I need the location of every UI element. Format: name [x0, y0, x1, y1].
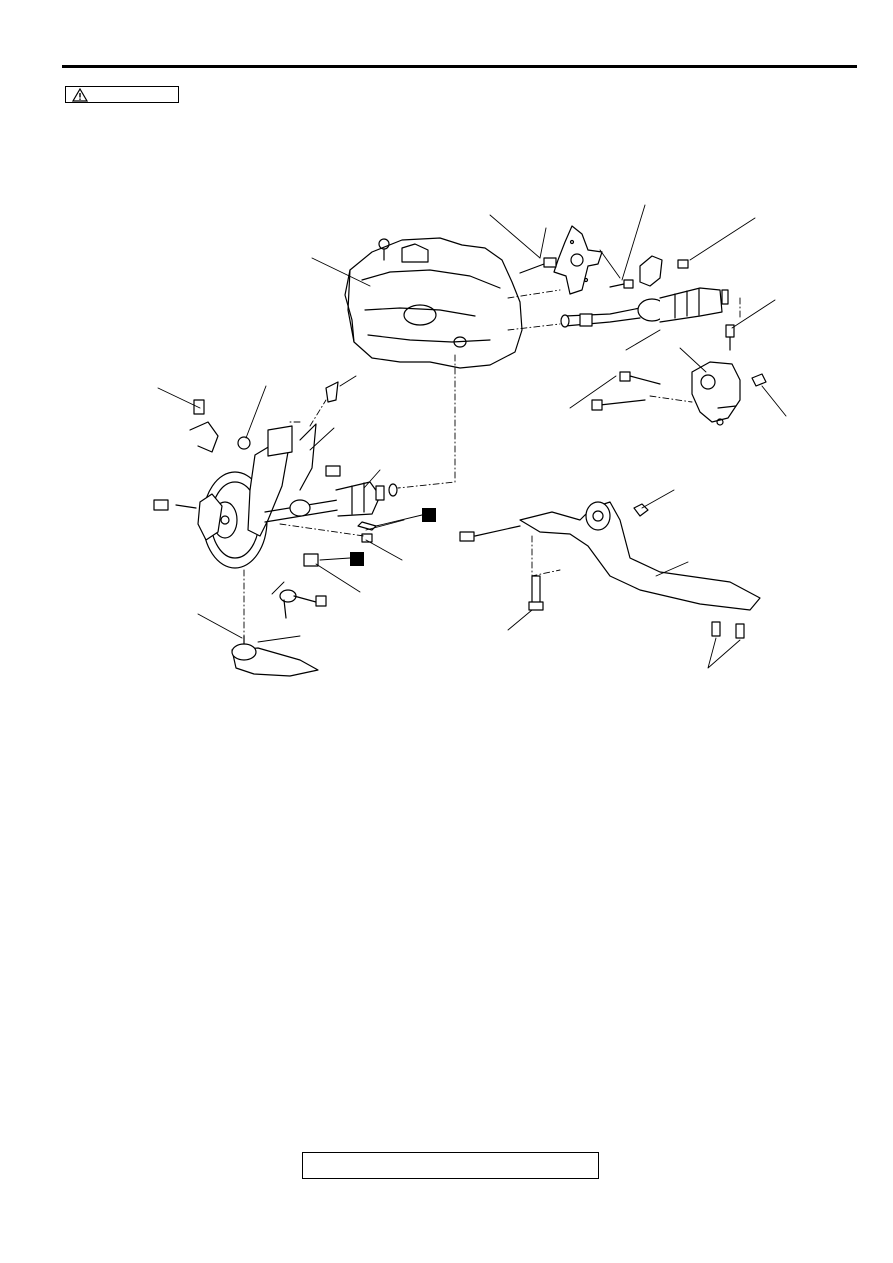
mount-plate [553, 225, 603, 295]
exploded-parts-diagram [153, 204, 787, 677]
tie-rod-end [279, 589, 327, 619]
crossmember [459, 501, 761, 639]
transaxle-mount [591, 324, 767, 426]
right-drive-shaft [560, 287, 729, 328]
lower-arm [231, 635, 319, 677]
caution-box [65, 86, 179, 103]
footer-page-ref-box [302, 1152, 599, 1179]
warning-triangle-icon [72, 88, 88, 102]
left-drive-shaft [264, 481, 398, 523]
transaxle-housing [344, 237, 523, 369]
steering-knuckle [189, 381, 341, 537]
header-rule [62, 65, 857, 68]
